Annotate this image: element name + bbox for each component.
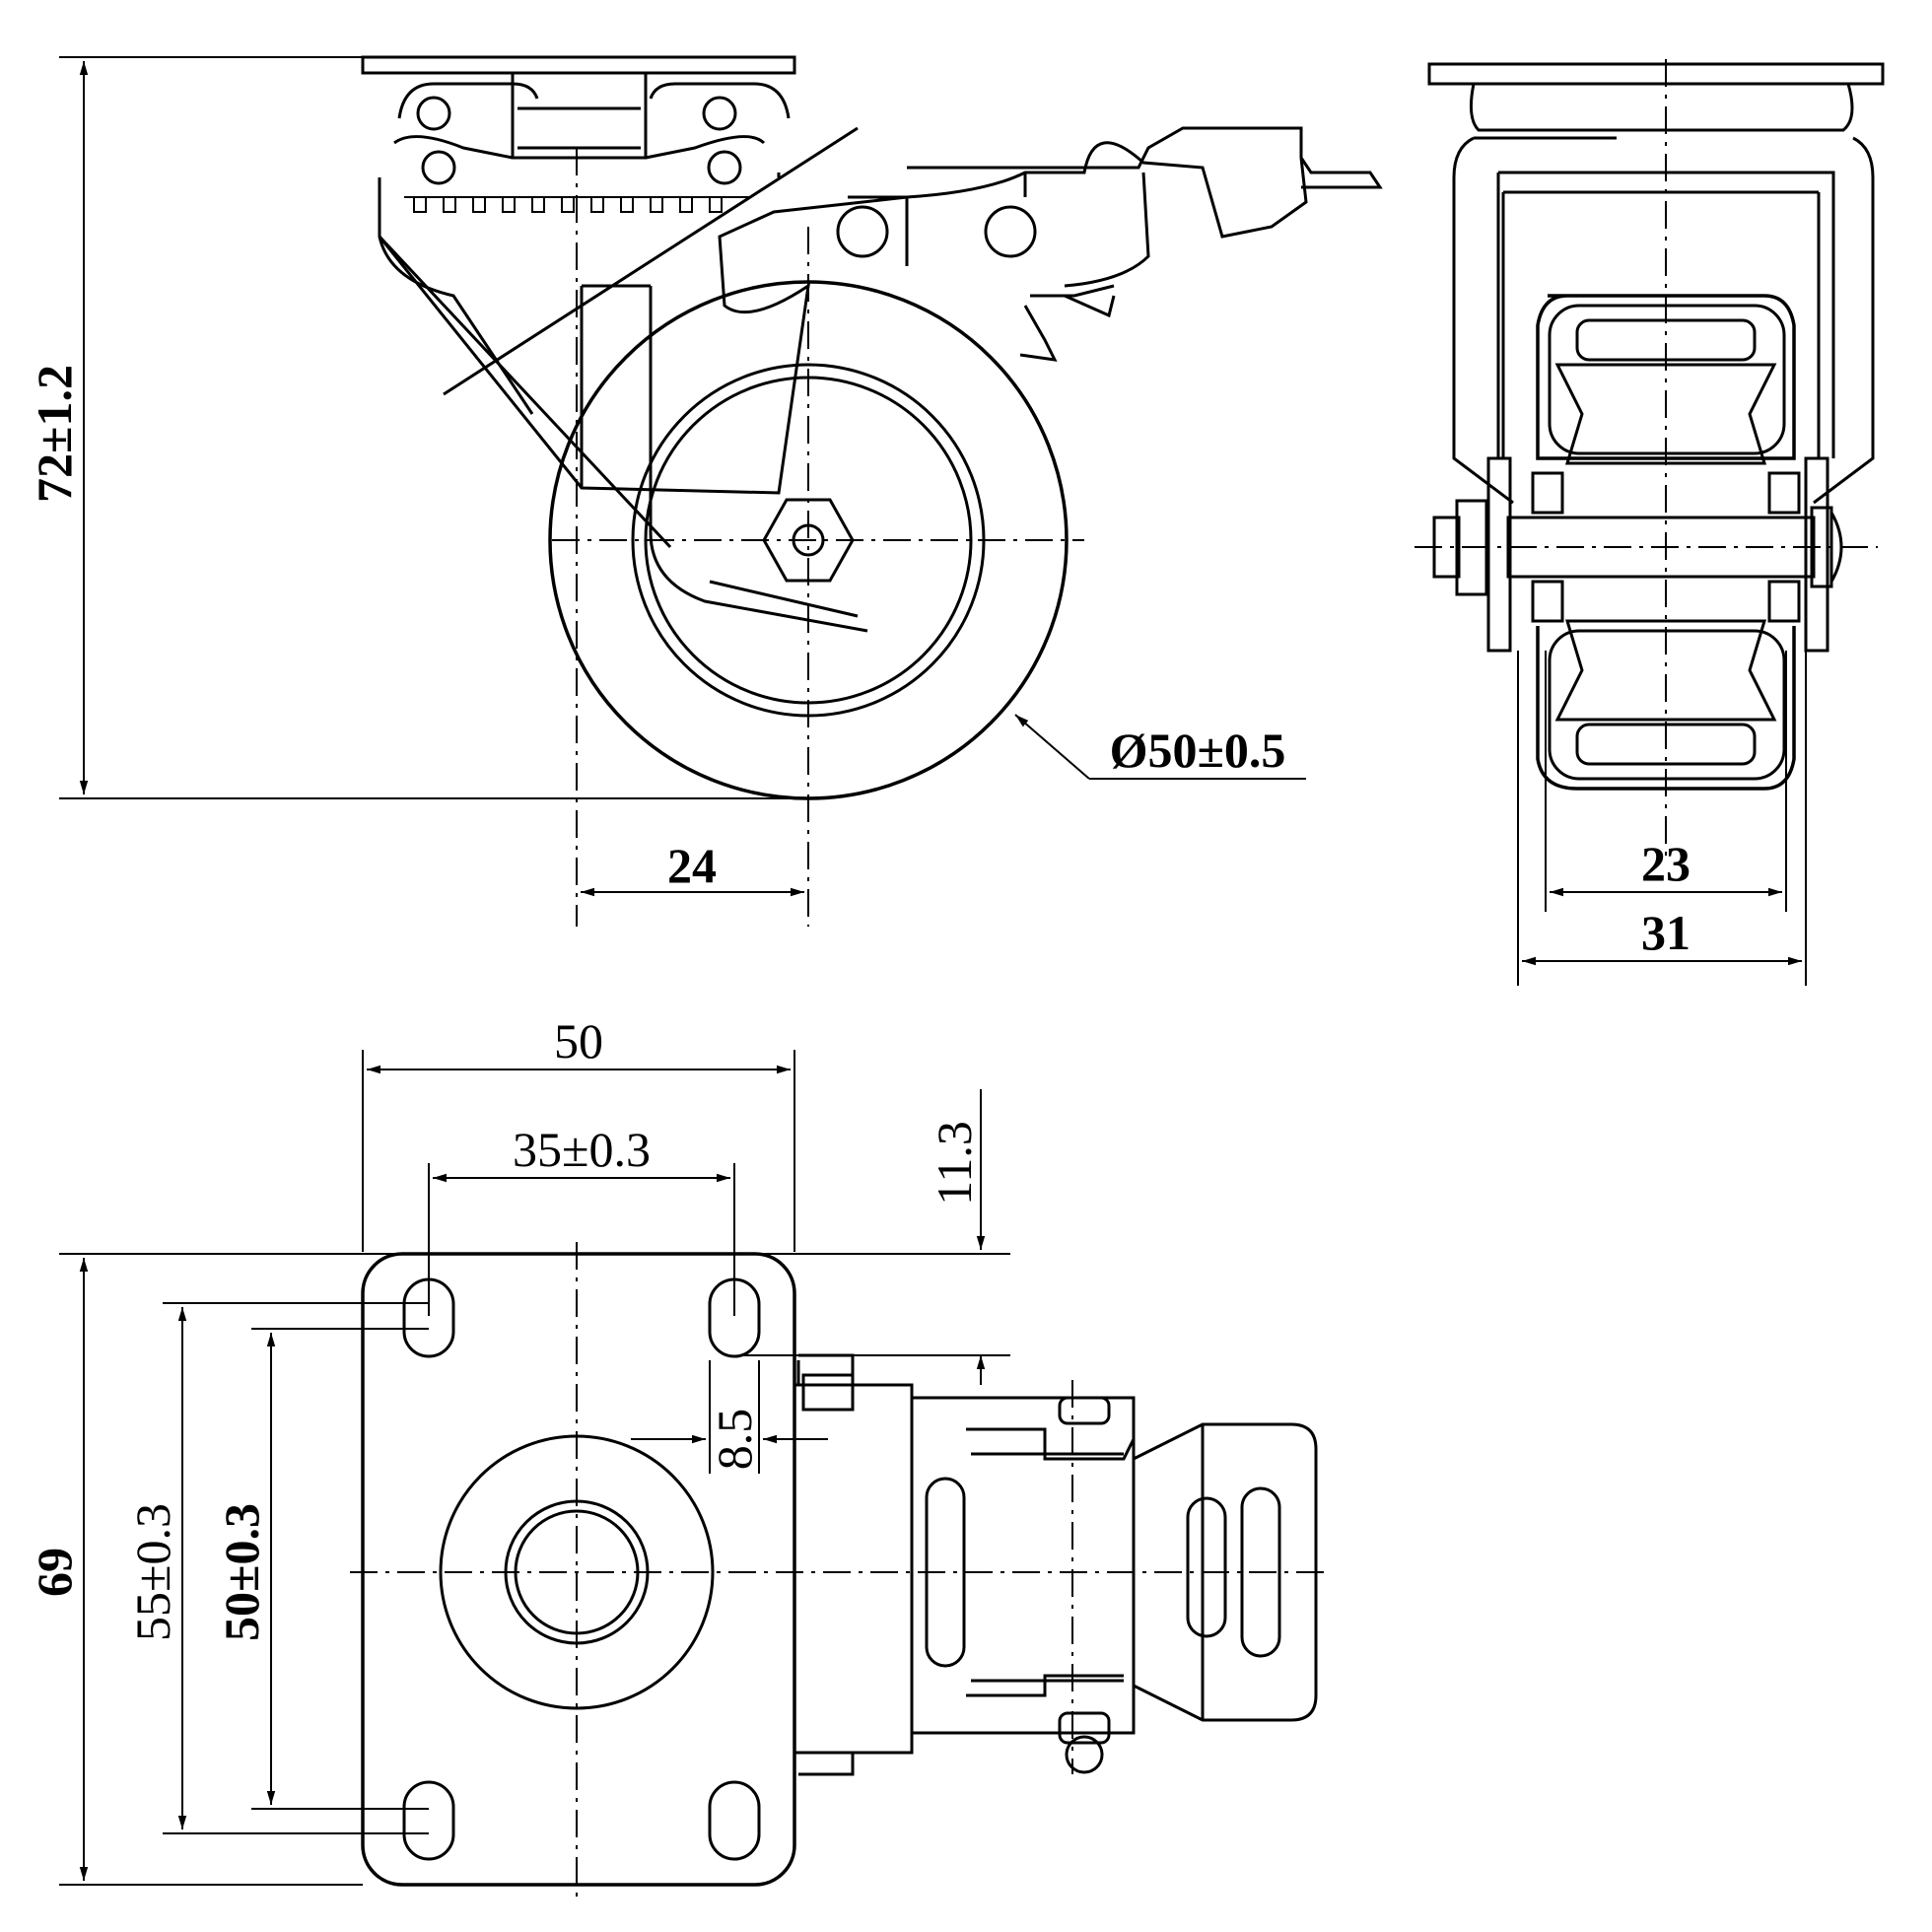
front-view: 23 31 (1414, 59, 1885, 986)
brake-lever (907, 126, 1303, 298)
label-edge-to-hole-y: 11.3 (927, 1121, 982, 1206)
label-leg-width: 31 (1641, 905, 1690, 960)
side-view: 72±1.2 Ø50±0.5 24 (27, 55, 1383, 927)
mounting-hole (402, 1780, 455, 1861)
label-tread-width: 23 (1641, 836, 1690, 891)
label-wheel-diameter: Ø50±0.5 (1110, 723, 1286, 778)
label-hole-spacing-y-inner: 50±0.3 (214, 1503, 269, 1641)
label-hole-spacing-x: 35±0.3 (513, 1122, 651, 1177)
top-plate (361, 55, 796, 75)
mounting-plate (361, 1252, 796, 1887)
swivel-housing (397, 82, 791, 119)
label-slot-offset: 8.5 (707, 1409, 762, 1471)
wheel-section (1536, 294, 1796, 460)
rivet (836, 205, 889, 258)
label-height-total: 72±1.2 (27, 365, 82, 503)
label-plate-width: 50 (554, 1013, 603, 1069)
label-hole-spacing-y-outer: 55±0.3 (125, 1503, 180, 1641)
label-plate-length: 69 (27, 1548, 82, 1597)
caster-fork (378, 141, 1383, 495)
top-plate-front (1427, 62, 1885, 86)
label-swivel-offset: 24 (667, 838, 717, 893)
top-view: 50 35±0.3 69 55±0.3 50±0.3 11.3 8.5 (27, 1013, 1326, 1898)
mounting-hole (708, 1780, 761, 1861)
rivet (984, 205, 1037, 258)
